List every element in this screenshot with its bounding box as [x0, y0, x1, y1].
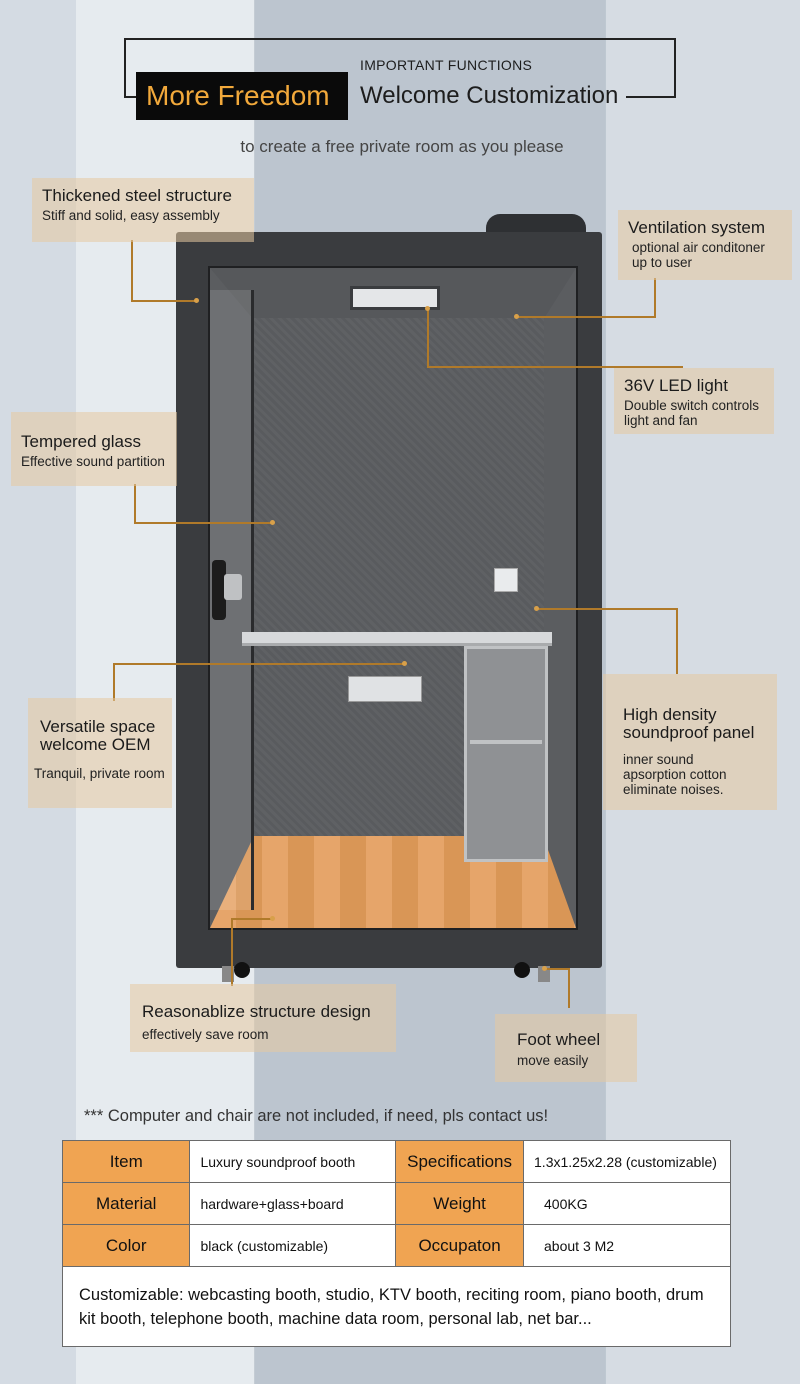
- callout-title: 36V LED light: [624, 376, 728, 395]
- leader-oem-h: [113, 663, 405, 665]
- table-row: Customizable: webcasting booth, studio, …: [62, 1266, 731, 1347]
- spec-key: Specifications: [395, 1140, 525, 1183]
- spec-key: Material: [61, 1182, 191, 1225]
- callout-ventilation: Ventilation system optional air conditon…: [618, 210, 792, 280]
- leader-oem-v: [113, 663, 115, 701]
- header-frame: [124, 38, 676, 98]
- callout-title: Foot wheel: [517, 1030, 601, 1049]
- leader-led-v: [427, 308, 429, 368]
- disclaimer-note: *** Computer and chair are not included,…: [84, 1107, 549, 1125]
- booth-cabinet: [464, 646, 548, 862]
- leader-wheel-h: [544, 968, 570, 970]
- callout-title: Tempered glass: [21, 432, 142, 451]
- callout-title: High density soundproof panel: [623, 705, 755, 742]
- booth-wheel-left: [234, 962, 250, 978]
- leader-structure-v: [231, 918, 233, 986]
- leader-led-dot: [425, 306, 430, 311]
- leader-steel-v: [131, 240, 133, 302]
- callout-versatile-space: Versatile space welcome OEM Tranquil, pr…: [28, 698, 172, 808]
- table-row: Material hardware+glass+board Weight 400…: [61, 1182, 731, 1225]
- booth-cabinet-shelf: [470, 740, 542, 744]
- leader-vent-dot: [514, 314, 519, 319]
- leader-wheel-dot: [542, 966, 547, 971]
- spec-value: Luxury soundproof booth: [189, 1140, 397, 1183]
- booth-desk: [242, 632, 552, 646]
- header-highlight-box: [136, 72, 348, 120]
- booth-power-socket: [348, 676, 422, 702]
- spec-value: about 3 M2: [523, 1224, 731, 1267]
- callout-steel-structure: Thickened steel structure Stiff and soli…: [32, 178, 254, 242]
- spec-value: 400KG: [523, 1182, 731, 1225]
- booth-foot-right: [538, 966, 550, 982]
- callout-desc: optional air conditoner up to user: [632, 240, 765, 270]
- callout-soundproof-panel: High density soundproof panel inner soun…: [603, 674, 777, 810]
- leader-panel-dot: [534, 606, 539, 611]
- leader-structure-h: [231, 918, 273, 920]
- customizable-text: Customizable: webcasting booth, studio, …: [62, 1266, 731, 1347]
- booth-wheel-right: [514, 962, 530, 978]
- table-row: Color black (customizable) Occupaton abo…: [61, 1224, 731, 1267]
- header-frame-line-right: [626, 96, 676, 98]
- leader-glass-h: [134, 522, 272, 524]
- callout-desc: Double switch controls light and fan: [624, 398, 760, 428]
- spec-table: Item Luxury soundproof booth Specificati…: [61, 1140, 731, 1347]
- callout-title: Thickened steel structure: [42, 186, 232, 205]
- leader-structure-dot: [270, 916, 275, 921]
- spec-key: Occupaton: [395, 1224, 525, 1267]
- callout-foot-wheel: Foot wheel move easily: [495, 1014, 637, 1082]
- callout-title: Reasonablize structure design: [142, 1002, 371, 1021]
- page-subtitle: to create a free private room as you ple…: [240, 137, 564, 156]
- callout-structure-design: Reasonablize structure design effectivel…: [130, 984, 396, 1052]
- callout-tempered-glass: Tempered glass Effective sound partition: [11, 412, 177, 486]
- leader-glass-dot: [270, 520, 275, 525]
- callout-desc: move easily: [517, 1053, 589, 1068]
- callout-desc: effectively save room: [142, 1027, 269, 1042]
- spec-value: hardware+glass+board: [189, 1182, 397, 1225]
- spec-key: Weight: [395, 1182, 525, 1225]
- callout-desc: inner sound apsorption cotton eliminate …: [623, 752, 727, 797]
- leader-led-h: [427, 366, 683, 368]
- callout-title: Ventilation system: [628, 218, 766, 237]
- leader-wheel-v: [568, 968, 570, 1008]
- table-row: Item Luxury soundproof booth Specificati…: [61, 1140, 731, 1183]
- callout-desc: Stiff and solid, easy assembly: [42, 208, 220, 223]
- leader-glass-v: [134, 484, 136, 524]
- leader-steel-dot: [194, 298, 199, 303]
- callout-led-light: 36V LED light Double switch controls lig…: [614, 368, 774, 434]
- booth-door-handle: [212, 560, 226, 620]
- booth-door-latch: [224, 574, 242, 600]
- callout-title: Versatile space welcome OEM: [40, 717, 156, 754]
- spec-key: Item: [61, 1140, 191, 1183]
- callout-desc: Tranquil, private room: [34, 766, 165, 781]
- spec-value: 1.3x1.25x2.28 (customizable): [523, 1140, 731, 1183]
- leader-vent-h: [516, 316, 656, 318]
- header-highlight: More Freedom: [146, 80, 330, 111]
- booth-switch: [494, 568, 518, 592]
- callout-desc: Effective sound partition: [21, 454, 165, 469]
- leader-steel-h: [131, 300, 197, 302]
- leader-panel-h: [536, 608, 678, 610]
- leader-panel-v: [676, 608, 678, 674]
- spec-value: black (customizable): [189, 1224, 397, 1267]
- page-title: Welcome Customization: [360, 82, 619, 109]
- spec-key: Color: [61, 1224, 191, 1267]
- leader-vent-v: [654, 278, 656, 318]
- header-overline: IMPORTANT FUNCTIONS: [360, 57, 533, 73]
- leader-oem-dot: [402, 661, 407, 666]
- header-frame-line-left: [124, 96, 138, 98]
